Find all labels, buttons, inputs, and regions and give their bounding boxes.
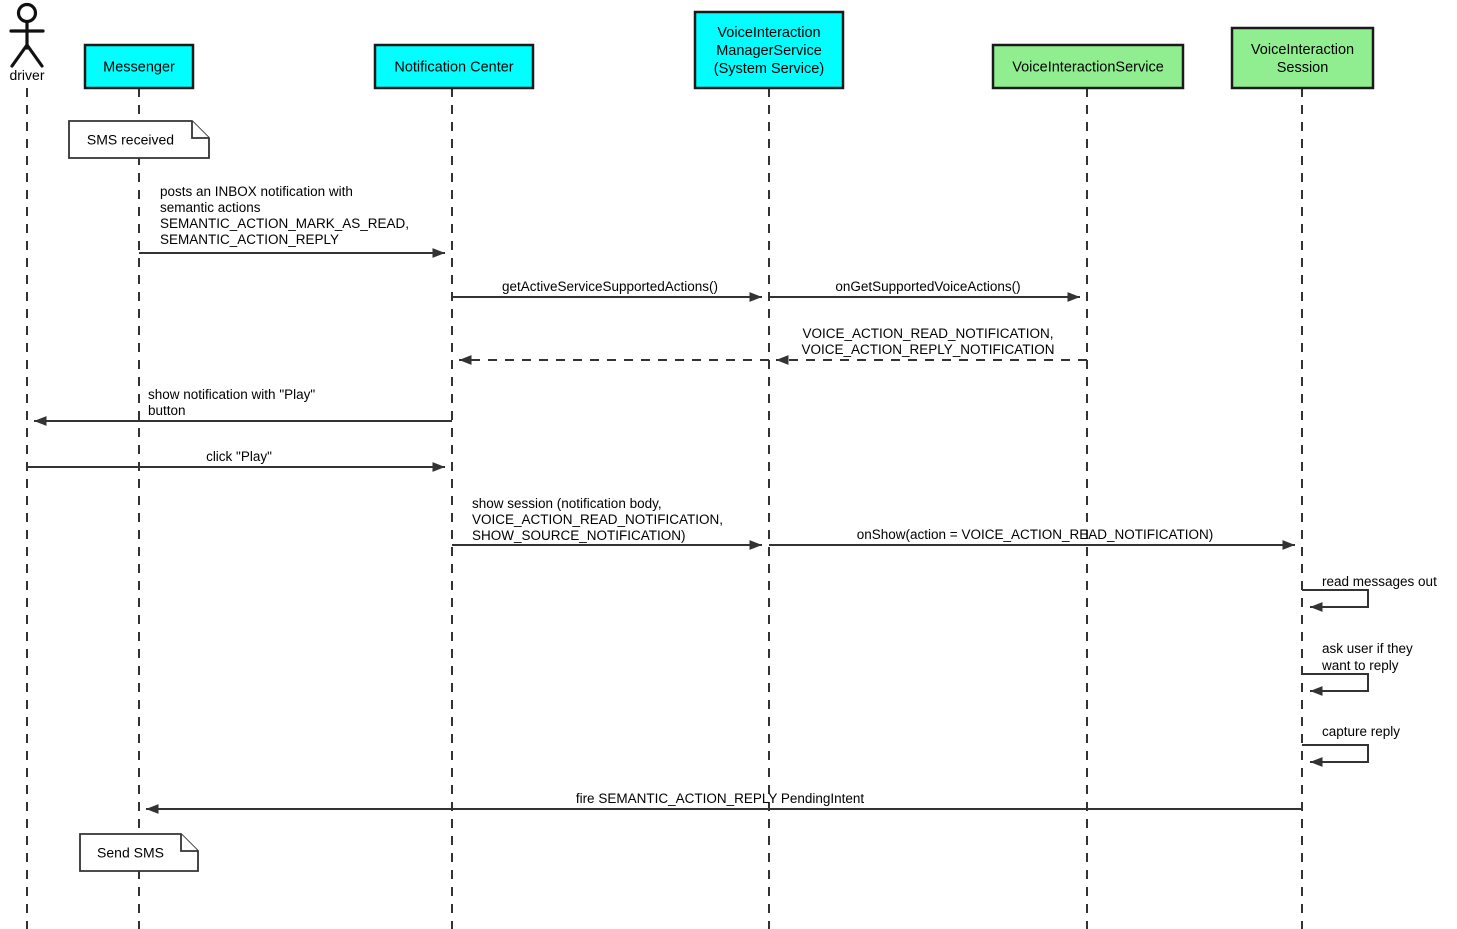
message-label-msg-on-show: onShow(action = VOICE_ACTION_READ_NOTIFI…	[857, 527, 1213, 542]
participant-box-messenger[interactable]	[83, 43, 195, 90]
participant-label-notification-center: Notification Center	[394, 60, 513, 76]
message-msg-show-session[interactable]: show session (notification body,VOICE_AC…	[452, 496, 762, 550]
message-label-msg-click-play-line: click "Play"	[206, 449, 272, 464]
message-label-msg-show-notification-with-play-button: show notification with "Play"button	[148, 387, 315, 418]
self-message-label-self-msg-ask-user-if-they-want-to-reply-line: want to reply	[1321, 658, 1399, 673]
note-sms-received-label: SMS received	[87, 132, 174, 148]
message-label-msg-on-get-supported-voice-actions: onGetSupportedVoiceActions()	[835, 279, 1020, 294]
participant-label-voice-interaction-session: VoiceInteraction	[1251, 42, 1354, 58]
self-message-label-self-msg-capture-reply-line: capture reply	[1322, 724, 1400, 739]
message-msg-show-notification-with-play-button[interactable]: show notification with "Play"button	[34, 387, 452, 426]
self-message-arrow-self-msg-ask-user-if-they-want-to-reply	[1302, 673, 1369, 696]
note-sms-received-shape	[68, 120, 210, 159]
self-message-arrow-self-msg-read-messages-out	[1302, 589, 1369, 612]
message-label-msg-fire-semantic-action-reply-pending-intent: fire SEMANTIC_ACTION_REPLY PendingIntent	[576, 791, 865, 806]
actor-leg-right-icon	[25, 43, 44, 68]
actor-label-driver: driver	[9, 67, 44, 83]
message-msg-get-active-service-supported-actions[interactable]: getActiveServiceSupportedActions()	[452, 279, 762, 302]
participant-voice-interaction-service[interactable]: VoiceInteractionService	[991, 43, 1185, 90]
note-send-sms-label: Send SMS	[97, 845, 164, 861]
message-label-msg-show-session: show session (notification body,VOICE_AC…	[472, 496, 723, 543]
actors-layer: driver	[9, 2, 45, 84]
note-send-sms-fold-icon	[180, 834, 198, 852]
message-label-msg-fire-semantic-action-reply-pending-intent-line: fire SEMANTIC_ACTION_REPLY PendingIntent	[576, 791, 865, 806]
participant-label-voice-interaction-manager-service: (System Service)	[714, 61, 824, 77]
participant-boxes-layer: Messenger Notification Center VoiceInterac…	[83, 10, 1375, 90]
message-msg-return-voice-actions-to-manager[interactable]: VOICE_ACTION_READ_NOTIFICATION,VOICE_ACT…	[776, 326, 1087, 365]
participant-box-voice-interaction-service[interactable]	[991, 43, 1185, 90]
message-label-msg-click-play: click "Play"	[206, 449, 272, 464]
participant-messenger[interactable]: Messenger	[83, 43, 195, 90]
participant-box-voice-interaction-session[interactable]	[1230, 26, 1375, 90]
message-label-msg-show-session-line: SHOW_SOURCE_NOTIFICATION)	[472, 528, 686, 543]
note-sms-received-fold-icon	[191, 121, 209, 139]
message-label-msg-post-inbox-notification: posts an INBOX notification withsemantic…	[160, 184, 409, 247]
message-msg-post-inbox-notification[interactable]: posts an INBOX notification withsemantic…	[139, 184, 445, 258]
actor-leg-left-icon	[10, 43, 29, 68]
message-label-msg-post-inbox-notification-line: SEMANTIC_ACTION_MARK_AS_READ,	[160, 216, 409, 231]
participant-label-voice-interaction-session: Session	[1277, 60, 1329, 76]
participant-label-messenger: Messenger	[103, 60, 175, 76]
participant-notification-center[interactable]: Notification Center	[373, 43, 535, 90]
message-label-msg-return-voice-actions-to-manager-line: VOICE_ACTION_REPLY_NOTIFICATION	[801, 342, 1054, 357]
participant-label-voice-interaction-manager-service: VoiceInteraction	[717, 25, 820, 41]
participant-box-voice-interaction-manager-service[interactable]	[693, 10, 845, 90]
message-msg-fire-semantic-action-reply-pending-intent[interactable]: fire SEMANTIC_ACTION_REPLY PendingIntent	[146, 791, 1302, 814]
message-label-msg-get-active-service-supported-actions: getActiveServiceSupportedActions()	[502, 279, 718, 294]
message-label-msg-show-session-line: show session (notification body,	[472, 496, 662, 511]
participant-label-voice-interaction-service: VoiceInteractionService	[1012, 60, 1164, 76]
message-label-msg-return-voice-actions-to-manager-line: VOICE_ACTION_READ_NOTIFICATION,	[802, 326, 1053, 341]
self-message-self-msg-ask-user-if-they-want-to-reply[interactable]: ask user if they want to reply	[1302, 641, 1413, 696]
message-label-msg-show-notification-with-play-button-line: button	[148, 403, 186, 418]
note-sms-received: SMS received	[68, 120, 210, 159]
participant-label-voice-interaction-manager-service: ManagerService	[716, 43, 822, 59]
lifelines-layer	[26, 88, 1303, 929]
message-label-msg-show-session-line: VOICE_ACTION_READ_NOTIFICATION,	[472, 512, 723, 527]
self-message-label-self-msg-ask-user-if-they-want-to-reply-line: ask user if they	[1322, 641, 1413, 656]
message-label-msg-post-inbox-notification-line: semantic actions	[160, 200, 261, 215]
message-label-msg-return-voice-actions-to-manager: VOICE_ACTION_READ_NOTIFICATION,VOICE_ACT…	[801, 326, 1054, 357]
self-message-label-self-msg-read-messages-out: read messages out	[1322, 574, 1437, 589]
message-label-msg-get-active-service-supported-actions-line: getActiveServiceSupportedActions()	[502, 279, 718, 294]
actor-driver[interactable]: driver	[9, 2, 45, 84]
self-message-arrow-self-msg-capture-reply	[1302, 744, 1369, 767]
actor-head-icon	[16, 2, 38, 24]
messages-layer: posts an INBOX notification withsemantic…	[27, 184, 1302, 814]
note-send-sms: Send SMS	[79, 833, 199, 872]
self-messages-layer: read messages out ask user if they want to…	[1302, 574, 1437, 767]
participant-box-notification-center[interactable]	[373, 43, 535, 90]
self-message-label-self-msg-capture-reply: capture reply	[1322, 724, 1400, 739]
self-message-label-self-msg-read-messages-out-line: read messages out	[1322, 574, 1437, 589]
message-msg-on-show[interactable]: onShow(action = VOICE_ACTION_READ_NOTIFI…	[769, 527, 1295, 550]
message-label-msg-on-get-supported-voice-actions-line: onGetSupportedVoiceActions()	[835, 279, 1020, 294]
message-label-msg-on-show-line: onShow(action = VOICE_ACTION_READ_NOTIFI…	[857, 527, 1213, 542]
self-message-label-self-msg-ask-user-if-they-want-to-reply: ask user if they want to reply	[1321, 641, 1413, 673]
message-msg-click-play[interactable]: click "Play"	[27, 449, 445, 472]
note-send-sms-shape	[79, 833, 199, 872]
message-label-msg-show-notification-with-play-button-line: show notification with "Play"	[148, 387, 315, 402]
message-label-msg-post-inbox-notification-line: SEMANTIC_ACTION_REPLY	[160, 232, 339, 247]
message-label-msg-post-inbox-notification-line: posts an INBOX notification with	[160, 184, 353, 199]
self-message-self-msg-capture-reply[interactable]: capture reply	[1302, 724, 1400, 767]
message-msg-on-get-supported-voice-actions[interactable]: onGetSupportedVoiceActions()	[769, 279, 1080, 302]
self-message-self-msg-read-messages-out[interactable]: read messages out	[1302, 574, 1437, 612]
